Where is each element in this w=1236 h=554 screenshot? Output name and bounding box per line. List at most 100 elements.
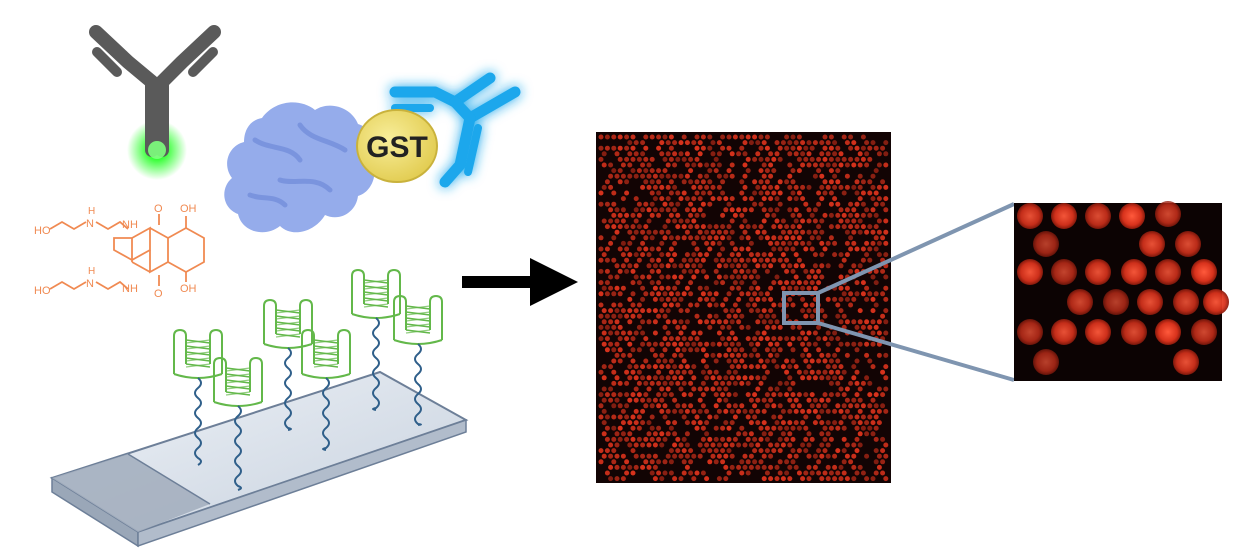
array-spot [777,280,783,286]
array-spot [742,229,748,235]
array-spot [652,308,658,314]
array-spot [784,392,790,398]
array-spot [700,403,706,409]
array-spot [668,179,674,185]
array-spot [633,408,639,414]
array-spot [755,140,761,146]
array-spot [768,162,774,168]
array-spot [745,459,751,465]
array-spot [764,358,770,364]
array-spot [764,179,770,185]
array-spot [681,190,687,196]
array-spot [784,369,790,375]
array-spot [745,156,751,162]
array-spot [758,235,764,241]
array-spot [678,173,684,179]
array-spot [748,240,754,246]
array-spot [864,252,870,258]
array-spot [726,403,732,409]
array-spot [694,145,700,151]
array-spot [723,296,729,302]
array-spot [643,436,649,442]
array-spot [796,425,802,431]
array-spot [771,448,777,454]
array-spot [652,341,658,347]
array-spot [736,308,742,314]
array-spot [777,246,783,252]
array-spot [710,375,716,381]
array-spot [768,173,774,179]
array-spot [832,408,838,414]
array-spot [764,347,770,353]
array-spot [854,403,860,409]
array-spot [806,184,812,190]
array-spot [646,431,652,437]
array-spot [630,414,636,420]
array-spot [694,224,700,230]
array-spot [876,252,882,258]
array-spot [672,285,678,291]
array-spot [841,403,847,409]
array-spot [774,352,780,358]
array-spot [880,145,886,151]
array-spot [752,347,758,353]
array-spot [604,448,610,454]
array-spot [665,308,671,314]
array-spot [700,257,706,263]
array-spot [870,240,876,246]
array-spot [768,252,774,258]
array-spot [723,263,729,269]
array-spot [880,403,886,409]
array-spot [732,212,738,218]
array-spot [777,257,783,263]
array-spot [828,425,834,431]
array-spot [803,268,809,274]
array-spot [761,319,767,325]
array-spot [883,386,889,392]
array-spot [870,196,876,202]
array-spot [713,257,719,263]
array-spot [656,257,662,263]
array-spot [688,291,694,297]
array-spot [611,380,617,386]
array-spot [691,162,697,168]
array-spot [620,196,626,202]
array-spot [745,336,751,342]
array-spot [630,291,636,297]
array-spot [883,330,889,336]
array-spot [633,386,639,392]
array-spot [822,145,828,151]
array-spot [691,207,697,213]
array-spot [777,425,783,431]
array-spot [752,414,758,420]
array-spot [745,246,751,252]
array-spot [755,285,761,291]
array-spot [643,224,649,230]
array-spot [598,257,604,263]
array-spot [800,140,806,146]
array-spot [864,352,870,358]
array-spot [784,257,790,263]
array-spot [748,420,754,426]
array-spot [617,212,623,218]
array-spot [873,280,879,286]
array-spot [672,453,678,459]
array-spot [678,263,684,269]
array-spot [774,420,780,426]
array-spot [604,324,610,330]
array-spot [841,291,847,297]
array-spot [835,212,841,218]
array-spot [806,330,812,336]
array-spot [768,196,774,202]
array-spot [880,291,886,297]
array-spot [636,280,642,286]
array-spot [883,319,889,325]
array-spot [678,308,684,314]
array-spot [643,380,649,386]
array-spot [742,375,748,381]
array-spot [713,436,719,442]
array-spot [601,453,607,459]
array-spot [761,196,767,202]
h-bottom-label: H [88,266,95,277]
array-spot [739,313,745,319]
